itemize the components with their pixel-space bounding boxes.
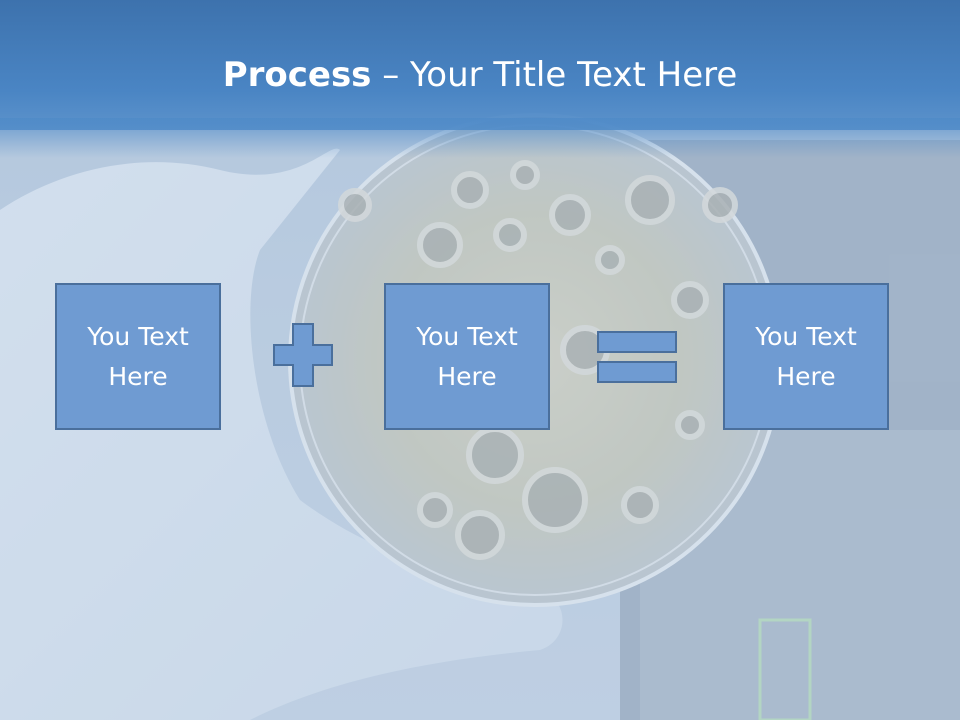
process-box-3-text: You Text Here bbox=[755, 321, 857, 391]
title-bold: Process bbox=[222, 55, 372, 95]
title-bar-fade bbox=[0, 118, 960, 158]
title-rest: – Your Title Text Here bbox=[371, 55, 738, 95]
process-box-1-text: You Text Here bbox=[87, 321, 189, 391]
process-box-2-text: You Text Here bbox=[416, 321, 518, 391]
process-box-2[interactable]: You Text Here bbox=[384, 283, 550, 430]
equals-icon bbox=[597, 331, 677, 383]
title-bar bbox=[0, 0, 960, 130]
slide-title[interactable]: Process – Your Title Text Here bbox=[0, 52, 960, 98]
plus-icon bbox=[273, 323, 333, 387]
process-box-1[interactable]: You Text Here bbox=[55, 283, 221, 430]
process-box-3[interactable]: You Text Here bbox=[723, 283, 889, 430]
